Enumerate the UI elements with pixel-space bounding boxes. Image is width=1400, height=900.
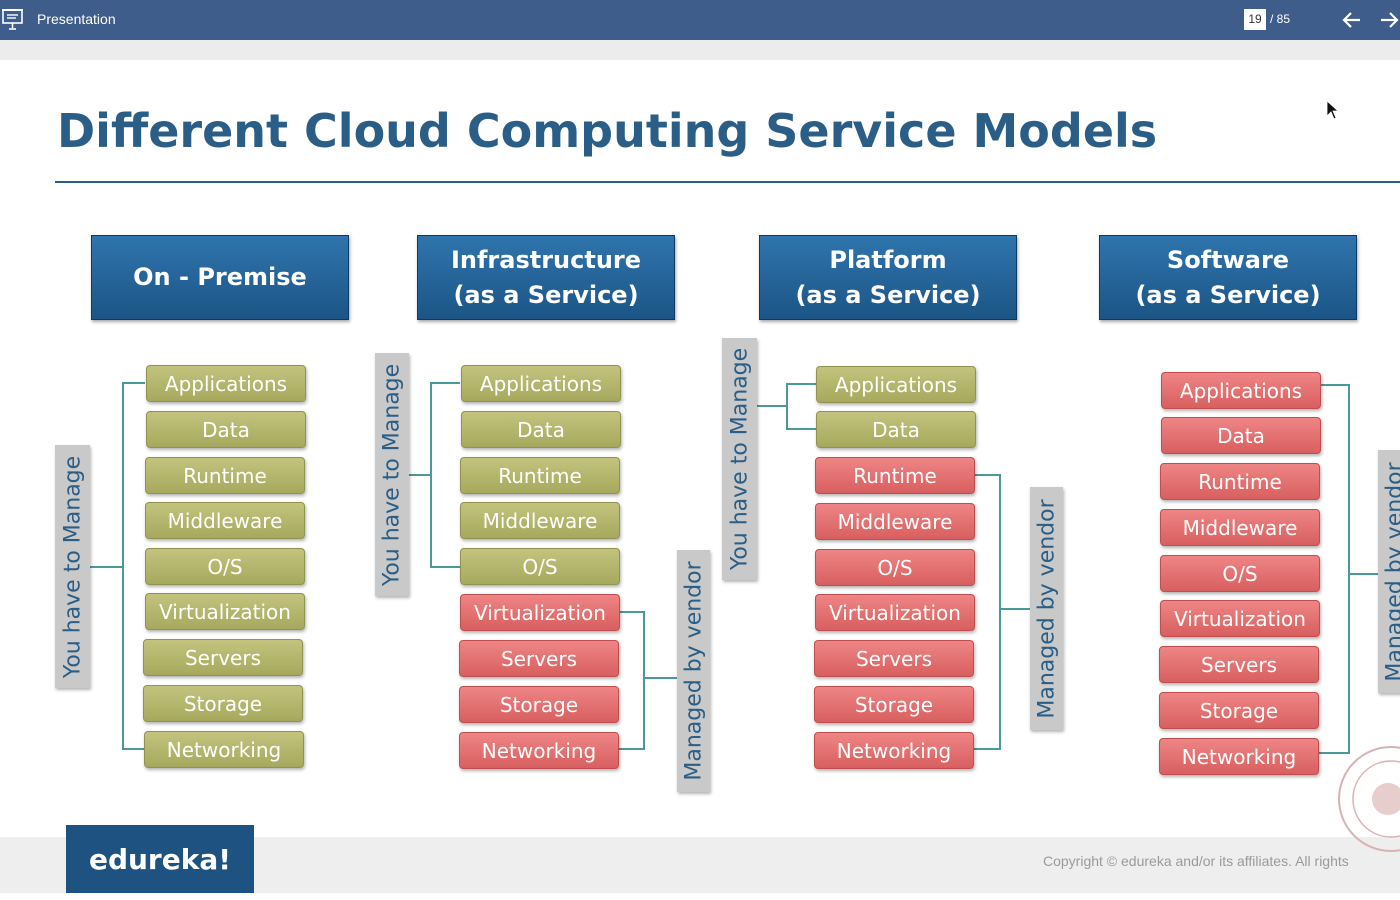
current-page-input[interactable]: 19 <box>1244 9 1266 30</box>
pill-onprem-networking: Networking <box>144 731 304 768</box>
page-total: / 85 <box>1270 12 1291 26</box>
viewer-gutter <box>0 40 1400 60</box>
pill-saas-runtime: Runtime <box>1160 463 1320 500</box>
pill-saas-applications: Applications <box>1161 372 1321 409</box>
header-line2: (as a Service) <box>795 280 981 309</box>
pill-paas-data: Data <box>816 411 976 448</box>
pill-saas-virtualization: Virtualization <box>1160 600 1320 637</box>
pill-iaas-applications: Applications <box>461 365 621 402</box>
pill-onprem-runtime: Runtime <box>145 457 305 494</box>
pill-onprem-servers: Servers <box>143 639 303 676</box>
pill-saas-networking: Networking <box>1159 738 1319 775</box>
label-you-manage-onprem: You have to Manage <box>55 445 90 688</box>
arrow-right-icon[interactable] <box>1376 8 1400 32</box>
pill-paas-middleware: Middleware <box>815 503 975 540</box>
header-line2: (as a Service) <box>453 280 639 309</box>
pill-paas-servers: Servers <box>814 640 974 677</box>
label-you-manage-iaas: You have to Manage <box>375 353 409 596</box>
pill-saas-servers: Servers <box>1159 646 1319 683</box>
pill-saas-middleware: Middleware <box>1160 509 1320 546</box>
header-on-premise: On - Premise <box>91 235 349 320</box>
label-vendor-saas: Managed by vendor <box>1378 450 1400 693</box>
pill-onprem-storage: Storage <box>143 685 303 722</box>
pill-iaas-storage: Storage <box>459 686 619 723</box>
app-title: Presentation <box>37 11 116 27</box>
arrow-left-icon[interactable] <box>1339 8 1365 32</box>
pill-paas-networking: Networking <box>814 732 974 769</box>
copyright-text: Copyright © edureka and/or its affiliate… <box>1043 853 1349 869</box>
header-line1: Software <box>1166 245 1290 274</box>
pill-iaas-runtime: Runtime <box>460 457 620 494</box>
title-divider <box>55 181 1400 183</box>
pill-saas-storage: Storage <box>1159 692 1319 729</box>
pill-iaas-data: Data <box>461 411 621 448</box>
header-line1: On - Premise <box>133 263 307 291</box>
header-iaas: Infrastructure (as a Service) <box>417 235 675 320</box>
header-line2: (as a Service) <box>1135 280 1321 309</box>
header-line1: Infrastructure <box>450 245 642 274</box>
header-saas: Software (as a Service) <box>1099 235 1357 320</box>
pill-saas-data: Data <box>1161 417 1321 454</box>
pill-paas-virtualization: Virtualization <box>815 594 975 631</box>
label-you-manage-paas: You have to Manage <box>722 338 757 580</box>
presentation-icon <box>2 9 23 30</box>
header-paas: Platform (as a Service) <box>759 235 1017 320</box>
pill-iaas-servers: Servers <box>459 640 619 677</box>
pill-iaas-virtualization: Virtualization <box>460 594 620 631</box>
pill-paas-os: O/S <box>815 549 975 586</box>
pill-iaas-middleware: Middleware <box>460 502 620 539</box>
label-vendor-iaas: Managed by vendor <box>677 550 710 792</box>
header-line1: Platform <box>829 245 947 274</box>
label-vendor-paas: Managed by vendor <box>1030 487 1063 730</box>
slide-title: Different Cloud Computing Service Models <box>57 104 1158 158</box>
pill-onprem-virtualization: Virtualization <box>145 593 305 630</box>
pill-paas-runtime: Runtime <box>815 457 975 494</box>
university-seal-icon <box>1338 746 1400 852</box>
edureka-logo: edureka! <box>66 825 254 893</box>
pill-paas-applications: Applications <box>816 366 976 403</box>
pill-iaas-networking: Networking <box>459 732 619 769</box>
app-title-bar: Presentation 19 / 85 <box>0 0 1400 40</box>
pill-iaas-os: O/S <box>460 548 620 585</box>
pill-onprem-os: O/S <box>145 548 305 585</box>
pill-onprem-data: Data <box>146 411 306 448</box>
slide-canvas: Different Cloud Computing Service Models… <box>0 60 1400 900</box>
pill-onprem-middleware: Middleware <box>145 502 305 539</box>
pill-onprem-applications: Applications <box>146 365 306 402</box>
pill-saas-os: O/S <box>1160 555 1320 592</box>
mouse-pointer-icon <box>1326 100 1340 120</box>
pill-paas-storage: Storage <box>814 686 974 723</box>
